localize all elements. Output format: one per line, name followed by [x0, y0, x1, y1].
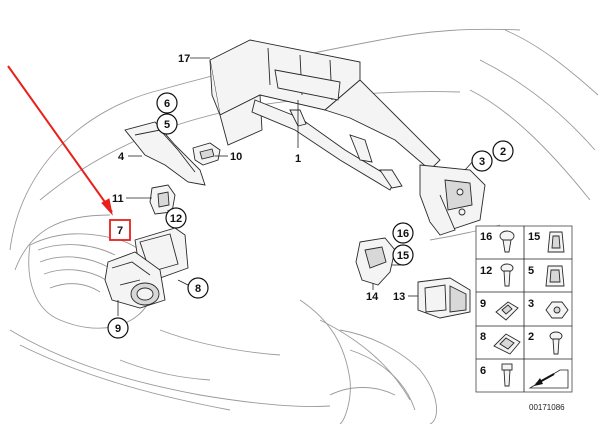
- car-outline: [9, 28, 599, 424]
- circled-callout-8: 8: [187, 277, 209, 299]
- grid-icon-8: [493, 333, 521, 355]
- circled-callout-12: 12: [165, 207, 187, 229]
- grid-label-5: 5: [528, 265, 534, 277]
- circled-callout-9: 9: [107, 317, 129, 339]
- callout-11: 11: [112, 193, 124, 205]
- parts-grid: 16 15 12 5 9 3: [475, 225, 573, 393]
- svg-text:7: 7: [117, 225, 123, 237]
- grid-label-12: 12: [480, 265, 492, 277]
- circled-callout-16: 16: [392, 222, 414, 244]
- circled-callout-3: 3: [471, 150, 493, 172]
- clip-part: [192, 142, 221, 166]
- callout-13: 13: [393, 291, 405, 303]
- front-support-carrier: [209, 39, 486, 236]
- duct-part: [417, 277, 471, 319]
- svg-text:5: 5: [164, 119, 170, 131]
- svg-text:8: 8: [195, 283, 201, 295]
- grid-icon-2: [549, 331, 563, 355]
- callout-4: 4: [118, 151, 125, 163]
- grid-icon-9: [495, 301, 519, 321]
- grid-icon-5: [545, 265, 565, 287]
- circled-callout-6: 6: [156, 92, 178, 114]
- reference-number: 00171086: [529, 403, 565, 412]
- svg-text:2: 2: [500, 146, 506, 158]
- grid-label-16: 16: [480, 231, 492, 243]
- horn-assembly: [104, 227, 189, 309]
- circled-callout-5: 5: [156, 113, 178, 135]
- callout-14: 14: [366, 291, 379, 303]
- callout-17: 17: [178, 53, 190, 65]
- grid-label-15: 15: [528, 231, 540, 243]
- cover-part: [124, 121, 206, 186]
- grid-icon-3: [545, 301, 569, 319]
- grid-label-6: 6: [480, 365, 486, 377]
- grid-label-9: 9: [480, 298, 486, 310]
- grid-label-8: 8: [480, 331, 486, 343]
- grid-icon-12: [500, 263, 514, 287]
- grid-icon-arrow: [528, 369, 569, 389]
- svg-text:3: 3: [479, 156, 485, 168]
- grid-icon-6: [501, 363, 513, 387]
- small-cover-part: [355, 237, 396, 286]
- grid-icon-15: [547, 231, 565, 253]
- highlighted-callout-7: 7: [109, 219, 131, 241]
- svg-text:16: 16: [397, 228, 409, 240]
- svg-text:6: 6: [164, 98, 170, 110]
- grid-icon-16: [499, 230, 515, 253]
- red-arrow: [7, 65, 113, 216]
- grid-label-3: 3: [528, 298, 534, 310]
- svg-text:9: 9: [115, 323, 121, 335]
- circled-callout-2: 2: [492, 140, 514, 162]
- svg-text:15: 15: [397, 250, 409, 262]
- callout-10: 10: [230, 151, 242, 163]
- circled-callout-15: 15: [392, 244, 414, 266]
- callout-1: 1: [295, 153, 301, 165]
- grid-label-2: 2: [528, 331, 534, 343]
- svg-text:12: 12: [170, 213, 182, 225]
